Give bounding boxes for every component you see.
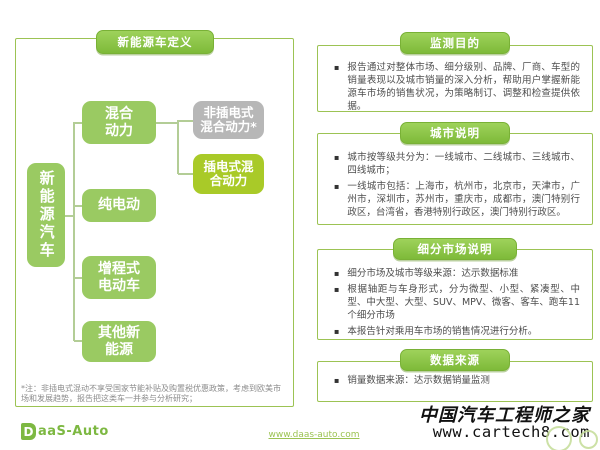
bullet-item: ▪ 细分市场及城市等级来源：达示数据标准 — [334, 267, 580, 280]
section-segment-description-title: 细分市场说明 — [417, 242, 493, 256]
section-segment-description-badge: 细分市场说明 — [393, 238, 517, 260]
node-non-plugin-hybrid-label: 非插电式 混合动力* — [200, 104, 257, 134]
bullet-text: 一线城市包括：上海市，杭州市，北京市，天津市，广州市，深圳市，苏州市，重庆市，成… — [347, 181, 580, 218]
bullet-item: ▪ 本报告针对乘用车市场的销售情况进行分析。 — [334, 325, 580, 338]
bullet-text: 本报告针对乘用车市场的销售情况进行分析。 — [347, 326, 538, 337]
section-data-source-title: 数据来源 — [430, 353, 480, 367]
footnote: *注：非插电式混动不享受国家节能补贴及购置税优惠政策，考虑到欧美市场和发展趋势，… — [21, 384, 281, 403]
bullet-text: 报告通过对整体市场、细分级别、品牌、厂商、车型的销量表现以及城市销量的深入分析，… — [347, 62, 580, 112]
section-segment-description: ▪ 细分市场及城市等级来源：达示数据标准 ▪ 根据轴距与车身形式，分为微型、小型… — [317, 249, 593, 340]
node-non-plugin-hybrid: 非插电式 混合动力* — [193, 101, 264, 139]
node-hybrid-label: 混合 动力 — [105, 106, 133, 139]
section-city-description-badge: 城市说明 — [400, 122, 510, 144]
section-monitoring-purpose-title: 监测目的 — [430, 36, 480, 50]
watermark-title: 中国汽车工程师之家 — [419, 405, 590, 426]
bullet-icon: ▪ — [334, 269, 340, 278]
node-pure-electric-label: 纯电动 — [98, 197, 140, 214]
connector-line — [74, 205, 82, 207]
connector-line — [74, 340, 82, 342]
bullet-icon: ▪ — [334, 63, 340, 72]
node-other-new-energy-label: 其他新 能源 — [98, 325, 140, 358]
bullet-text: 销量数据来源：达示数据销量监测 — [347, 375, 490, 386]
bullet-item: ▪ 一线城市包括：上海市，杭州市，北京市，天津市，广州市，深圳市，苏州市，重庆市… — [334, 180, 580, 219]
bullet-text: 细分市场及城市等级来源：达示数据标准 — [347, 268, 519, 279]
bullet-item: ▪ 根据轴距与车身形式，分为微型、小型、紧凑型、中型、中大型、大型、SUV、MP… — [334, 283, 580, 322]
bullet-icon: ▪ — [334, 376, 340, 385]
daas-logo-icon: D — [21, 423, 36, 440]
node-new-energy-vehicle-label: 新能源汽车 — [37, 170, 56, 260]
definition-panel-title-badge: 新能源车定义 — [96, 30, 214, 54]
connector-line — [73, 122, 75, 341]
bullet-item: ▪ 城市按等级共分为：一线城市、二线城市、三线城市、四线城市； — [334, 151, 580, 177]
section-monitoring-purpose: ▪ 报告通过对整体市场、细分级别、品牌、厂商、车型的销量表现以及城市销量的深入分… — [317, 45, 593, 112]
section-city-description-title: 城市说明 — [430, 126, 480, 140]
connector-line — [178, 120, 193, 122]
watermark-circle-icon — [579, 430, 598, 449]
connector-line — [177, 120, 179, 174]
section-city-description: ▪ 城市按等级共分为：一线城市、二线城市、三线城市、四线城市； ▪ 一线城市包括… — [317, 133, 593, 225]
bullet-text: 城市按等级共分为：一线城市、二线城市、三线城市、四线城市； — [347, 152, 580, 176]
bullet-item: ▪ 报告通过对整体市场、细分级别、品牌、厂商、车型的销量表现以及城市销量的深入分… — [334, 61, 580, 113]
node-plugin-hybrid: 插电式混 合动力 — [193, 154, 264, 194]
node-extended-range-ev-label: 增程式 电动车 — [98, 261, 140, 294]
bullet-icon: ▪ — [334, 285, 340, 294]
node-hybrid: 混合 动力 — [82, 101, 156, 144]
section-monitoring-purpose-badge: 监测目的 — [400, 32, 510, 54]
connector-line — [74, 277, 82, 279]
node-extended-range-ev: 增程式 电动车 — [82, 256, 156, 299]
daas-auto-logo: D aaS-Auto — [21, 423, 109, 440]
bullet-icon: ▪ — [334, 327, 340, 336]
connector-line — [178, 173, 193, 175]
watermark-circle-icon — [546, 426, 572, 450]
bullet-text: 根据轴距与车身形式，分为微型、小型、紧凑型、中型、中大型、大型、SUV、MPV、… — [347, 284, 580, 321]
bullet-icon: ▪ — [334, 153, 340, 162]
daas-logo-text: aaS-Auto — [38, 424, 109, 439]
node-plugin-hybrid-label: 插电式混 合动力 — [203, 158, 254, 188]
connector-line — [156, 122, 178, 124]
daas-auto-link[interactable]: www.daas-auto.com — [268, 430, 360, 440]
definition-panel-title: 新能源车定义 — [117, 35, 193, 49]
connector-line — [65, 215, 74, 217]
section-data-source-badge: 数据来源 — [400, 349, 510, 371]
node-other-new-energy: 其他新 能源 — [82, 321, 156, 362]
node-new-energy-vehicle: 新能源汽车 — [27, 163, 65, 267]
bullet-icon: ▪ — [334, 182, 340, 191]
node-pure-electric: 纯电动 — [82, 189, 156, 222]
bullet-item: ▪ 销量数据来源：达示数据销量监测 — [334, 374, 580, 387]
connector-line — [74, 122, 82, 124]
